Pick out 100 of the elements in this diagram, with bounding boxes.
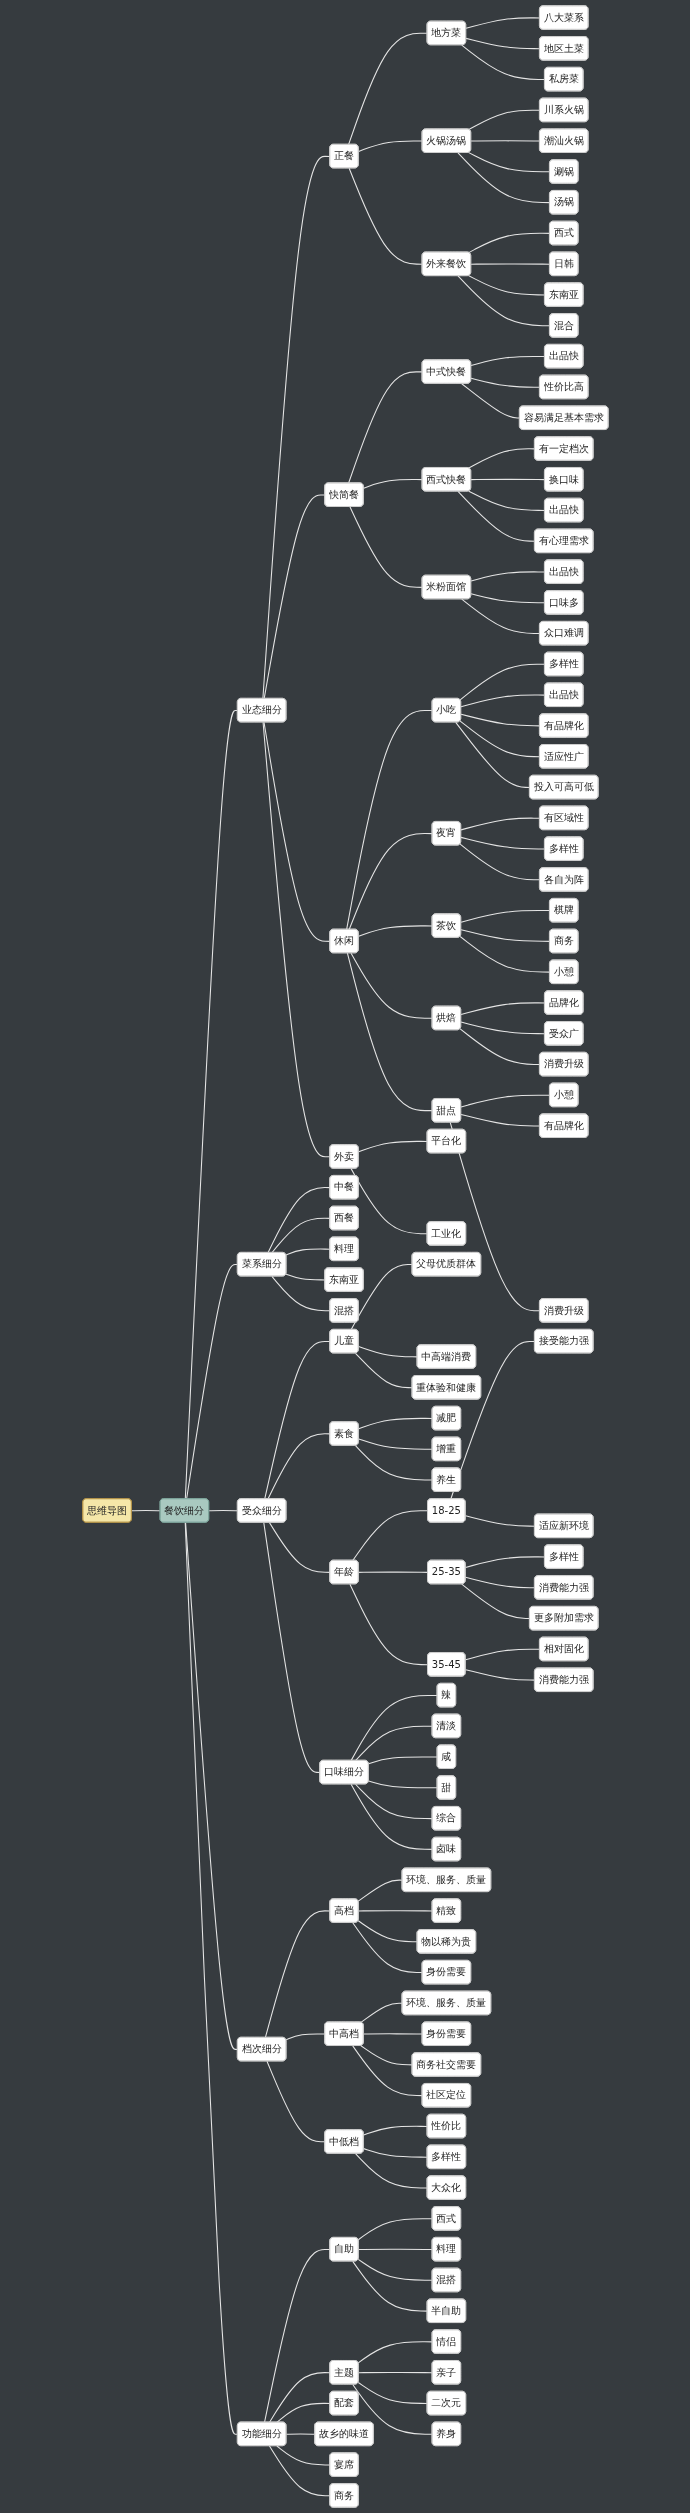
connector [457,152,550,204]
connector [357,1346,418,1358]
connector [357,1417,433,1430]
connector [354,2153,428,2189]
connector [351,1922,423,1974]
connector [208,1510,238,1512]
connector [470,478,545,481]
connector [464,1648,540,1661]
connector [460,1002,545,1016]
connector [459,843,540,881]
connector [347,32,428,146]
connector [357,1438,433,1450]
connector [264,1910,331,2039]
connector [464,1556,545,1568]
connector [367,1756,438,1765]
connector [285,2433,316,2435]
connector [350,952,433,1019]
connector [467,448,535,469]
connector [263,2248,331,2423]
connector [459,720,540,758]
connector [357,2218,433,2241]
connector [347,371,423,484]
connector [275,2402,331,2423]
connector [348,1583,428,1666]
connector [348,833,433,931]
connector [459,936,550,973]
connector [460,817,540,831]
connector [354,1352,413,1389]
connector [357,1571,428,1573]
connector [470,140,540,142]
connector [184,1522,238,2435]
connector [460,1583,530,1620]
connector [262,1522,321,1773]
connector [470,571,545,582]
connector [268,1522,331,1573]
connector [285,2033,326,2041]
connector [357,1910,433,1912]
connector [362,2125,428,2136]
connector [261,155,331,700]
connector [362,2033,423,2035]
connector [460,383,520,419]
connector [348,506,423,588]
connector [460,713,540,727]
connector [460,694,545,708]
connector [465,17,540,29]
connector [185,1263,238,1500]
connector [354,1725,433,1762]
connector [470,355,545,367]
connector [262,721,331,1158]
connector [354,1783,433,1820]
connector [470,593,545,604]
connector [457,275,550,327]
connector [454,721,530,788]
connector [350,1168,428,1235]
connector [267,1433,331,1500]
connector [357,1920,418,1943]
connector [130,1510,161,1512]
connector [360,2002,403,2023]
connector [285,1273,326,1281]
connector [357,2258,433,2281]
connector [460,929,550,942]
connector [350,1263,413,1331]
connector [351,2260,428,2312]
connector [362,479,423,489]
connector [351,1510,428,1562]
connector [460,1113,540,1127]
connector [351,2383,433,2435]
connector [467,232,550,254]
connector [460,598,540,635]
connector [460,836,545,850]
connector [350,1783,433,1850]
connector [345,709,433,931]
connector [357,140,423,152]
connector [467,490,545,511]
connector [467,275,545,296]
connector [467,152,550,173]
connector [270,1217,331,1254]
connector [275,2445,331,2466]
connector [357,2381,428,2404]
connector [459,663,545,701]
connector [360,2045,413,2066]
connector [354,1445,433,1481]
connector [357,2371,433,2374]
connector [460,1021,545,1035]
connector [357,1140,428,1153]
connector [449,1340,535,1500]
connector [268,2372,331,2423]
connector [467,109,540,131]
connector [348,167,423,265]
connector [285,1248,331,1256]
connector [350,1694,438,1762]
connector [351,2045,423,2097]
connector [263,1340,331,1500]
connector [266,2060,326,2143]
connector [464,1515,535,1527]
connector [263,494,326,700]
connector [457,490,535,542]
connector [460,44,545,81]
connector [184,709,238,1500]
connector [268,2445,331,2497]
